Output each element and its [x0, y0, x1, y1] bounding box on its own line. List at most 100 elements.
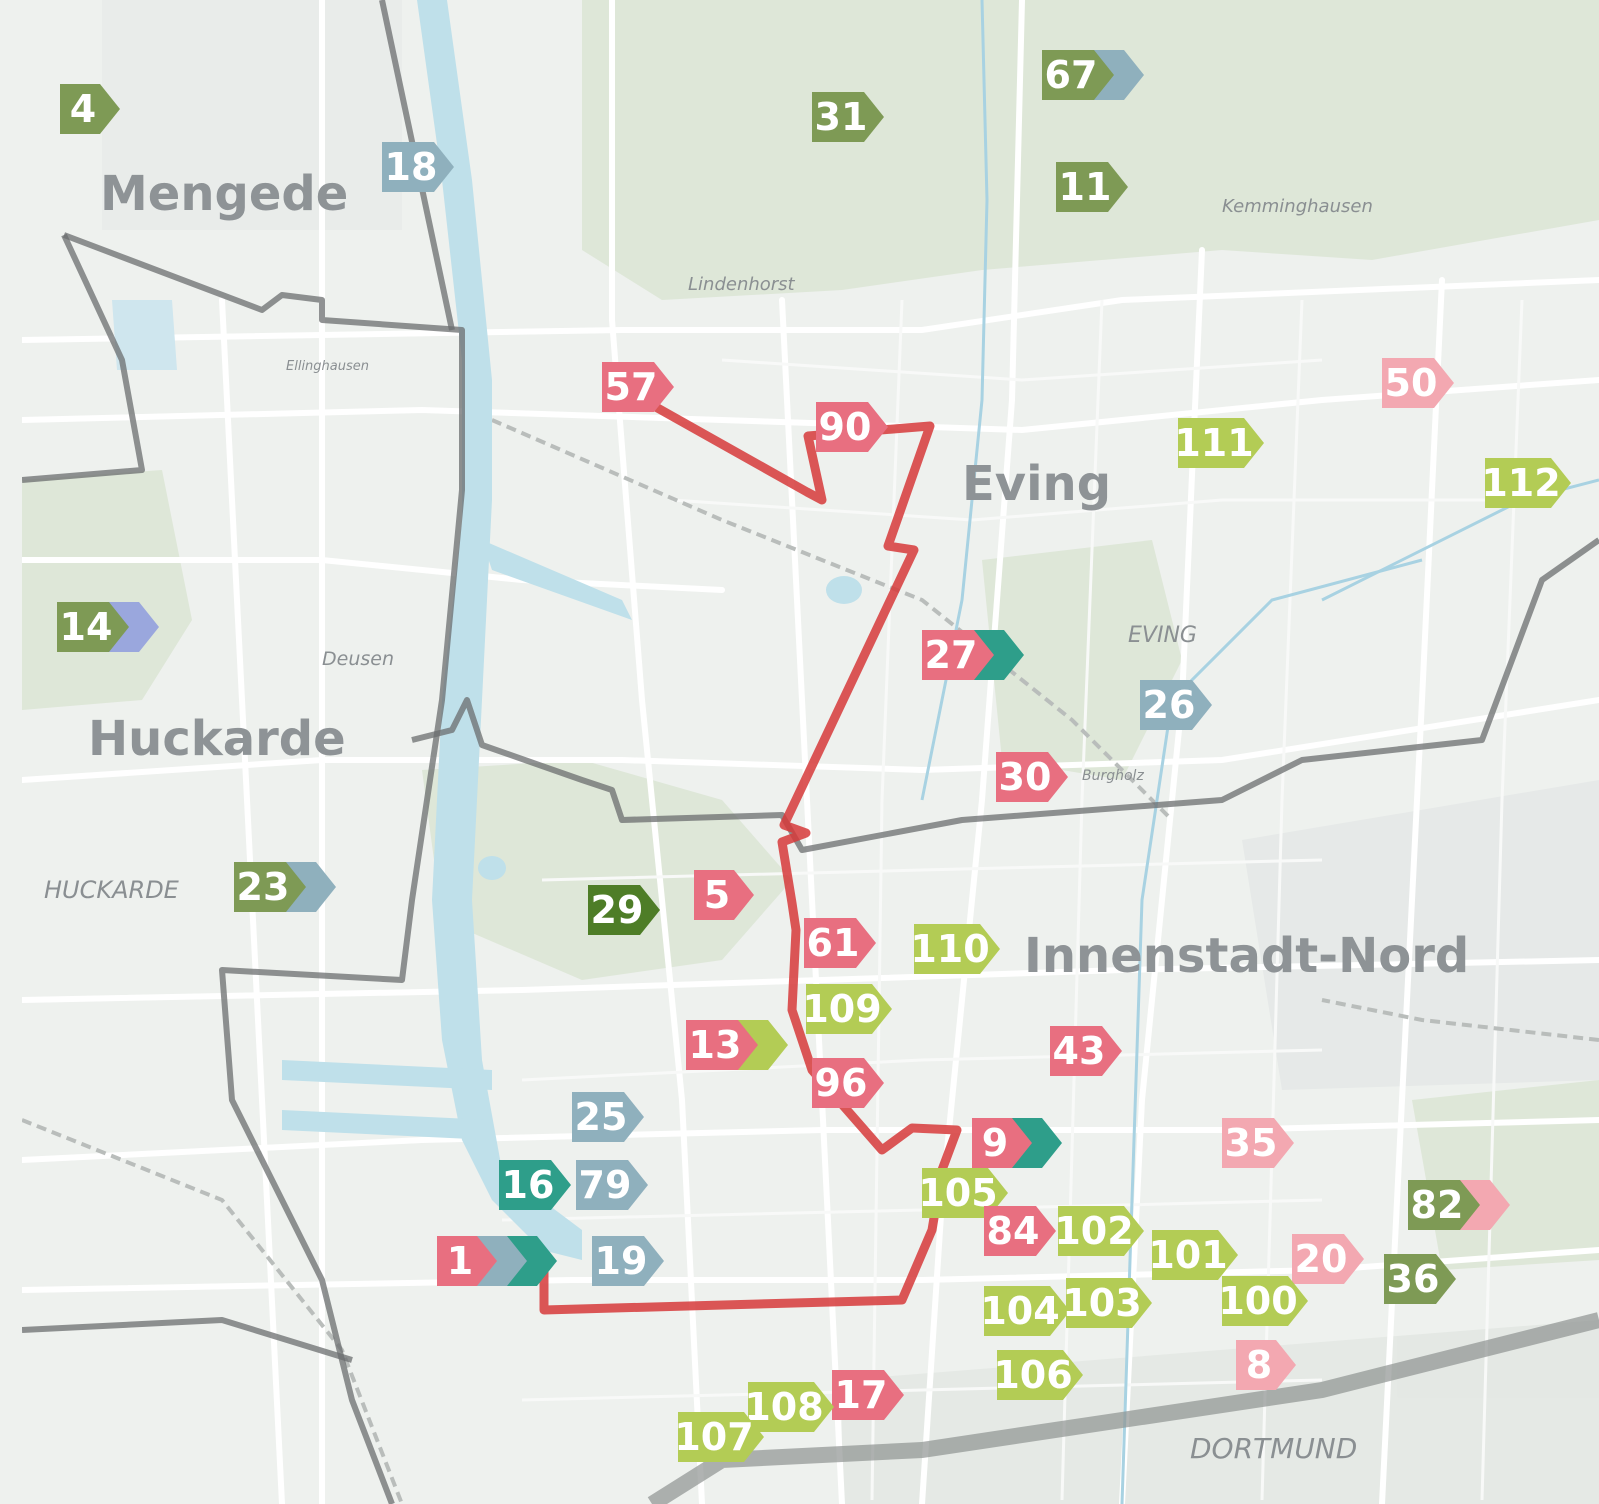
poi-marker-50[interactable]: 50 [1382, 358, 1454, 408]
marker-number: 25 [575, 1095, 628, 1139]
marker-shape [1292, 1234, 1364, 1284]
marker-shape [1058, 1206, 1144, 1256]
poi-marker-43[interactable]: 43 [1050, 1026, 1122, 1076]
poi-marker-8[interactable]: 8 [1236, 1340, 1296, 1390]
poi-marker-90[interactable]: 90 [816, 402, 888, 452]
marker-number: 13 [689, 1023, 742, 1067]
poi-marker-57[interactable]: 57 [602, 362, 674, 412]
street [541, 858, 1323, 882]
dortmund-ems-canal [417, 0, 582, 1260]
marker-number: 11 [1059, 165, 1112, 209]
boundary-mengede [22, 233, 145, 483]
district-label-innenstadt-nord: Innenstadt-Nord [1024, 928, 1469, 984]
marker-shape [1042, 50, 1114, 100]
poi-marker-23[interactable]: 23 [234, 862, 336, 912]
poi-marker-13[interactable]: 13 [686, 1020, 788, 1070]
poi-marker-101[interactable]: 101 [1148, 1230, 1238, 1280]
marker-number: 102 [1054, 1209, 1133, 1253]
poi-marker-36[interactable]: 36 [1384, 1254, 1456, 1304]
east-industrial [1242, 780, 1599, 1090]
marker-number: 103 [1062, 1281, 1141, 1325]
marker-shape [234, 862, 306, 912]
marker-number: 23 [237, 865, 290, 909]
locality-label: EVING [1128, 623, 1197, 648]
city-map[interactable]: Mengede Eving Huckarde Innenstadt-Nord L… [22, 0, 1599, 1504]
poi-marker-82[interactable]: 82 [1408, 1180, 1510, 1230]
marker-number: 107 [674, 1415, 753, 1459]
marker-shape [437, 1236, 497, 1286]
poi-marker-109[interactable]: 109 [802, 984, 892, 1034]
marker-shape [1152, 1230, 1238, 1280]
street [1060, 299, 1104, 1501]
poi-marker-9[interactable]: 9 [972, 1118, 1062, 1168]
poi-marker-67[interactable]: 67 [1042, 50, 1144, 100]
marker-shape [984, 1286, 1070, 1336]
marker-number: 79 [579, 1163, 632, 1207]
marker-shape [812, 1058, 884, 1108]
district-label-huckarde: Huckarde [88, 711, 346, 767]
street [22, 277, 1599, 343]
marker-number: 104 [980, 1289, 1059, 1333]
marker-number: 20 [1295, 1237, 1348, 1281]
poi-marker-26[interactable]: 26 [1140, 680, 1212, 730]
poi-marker-19[interactable]: 19 [592, 1236, 664, 1286]
district-label-eving: Eving [962, 456, 1111, 512]
poi-marker-1[interactable]: 1 [437, 1236, 557, 1286]
street [521, 1378, 1323, 1402]
poi-marker-106[interactable]: 106 [993, 1350, 1083, 1400]
marker-number: 4 [70, 87, 96, 131]
poi-marker-79[interactable]: 79 [576, 1160, 648, 1210]
marker-shape [678, 1412, 764, 1462]
poi-marker-35[interactable]: 35 [1222, 1118, 1294, 1168]
poi-marker-104[interactable]: 104 [980, 1286, 1070, 1336]
locality-label: Kemminghausen [1222, 196, 1373, 217]
poi-marker-18[interactable]: 18 [382, 142, 454, 192]
poi-marker-103[interactable]: 103 [1062, 1278, 1152, 1328]
poi-marker-31[interactable]: 31 [812, 92, 884, 142]
poi-marker-17[interactable]: 17 [832, 1370, 904, 1420]
poi-marker-27[interactable]: 27 [922, 630, 1024, 680]
poi-marker-96[interactable]: 96 [812, 1058, 884, 1108]
marker-shape [806, 984, 892, 1034]
marker-number: 1 [447, 1239, 473, 1283]
poi-marker-112[interactable]: 112 [1481, 458, 1571, 508]
poi-marker-16[interactable]: 16 [499, 1160, 571, 1210]
marker-number: 67 [1045, 53, 1098, 97]
poi-marker-100[interactable]: 100 [1218, 1276, 1308, 1326]
poi-marker-108[interactable]: 108 [744, 1382, 834, 1432]
poi-marker-30[interactable]: 30 [996, 752, 1068, 802]
marker-shape [1066, 1278, 1152, 1328]
poi-marker-61[interactable]: 61 [804, 918, 876, 968]
marker-number: 57 [605, 365, 658, 409]
harbour-basin [282, 1110, 492, 1140]
poi-marker-14[interactable]: 14 [57, 602, 159, 652]
poi-marker-110[interactable]: 110 [910, 924, 1000, 974]
poi-marker-105[interactable]: 105 [918, 1168, 1008, 1218]
poi-marker-4[interactable]: 4 [60, 84, 120, 134]
poi-marker-111[interactable]: 111 [1174, 418, 1264, 468]
marker-number: 111 [1174, 421, 1253, 465]
marker-number: 90 [819, 405, 872, 449]
marker-shape [572, 1092, 644, 1142]
poi-marker-102[interactable]: 102 [1054, 1206, 1144, 1256]
southern-railway-embankment [647, 1312, 1599, 1504]
poi-marker-84[interactable]: 84 [984, 1206, 1056, 1256]
locality-label: DORTMUND [1190, 1432, 1357, 1465]
marker-shape [997, 1350, 1083, 1400]
street [870, 299, 904, 1501]
poi-marker-11[interactable]: 11 [1056, 162, 1128, 212]
poi-marker-107[interactable]: 107 [674, 1412, 764, 1462]
lake [478, 856, 506, 880]
poi-marker-20[interactable]: 20 [1292, 1234, 1364, 1284]
poi-marker-29[interactable]: 29 [588, 885, 660, 935]
street [22, 557, 725, 593]
poi-marker-25[interactable]: 25 [572, 1092, 644, 1142]
mengede-block [102, 0, 402, 230]
marker-shape [816, 402, 888, 452]
marker-number: 17 [835, 1373, 888, 1417]
marker-shape [984, 1206, 1056, 1256]
poi-marker-5[interactable]: 5 [694, 870, 754, 920]
marker-shape [576, 1160, 648, 1210]
